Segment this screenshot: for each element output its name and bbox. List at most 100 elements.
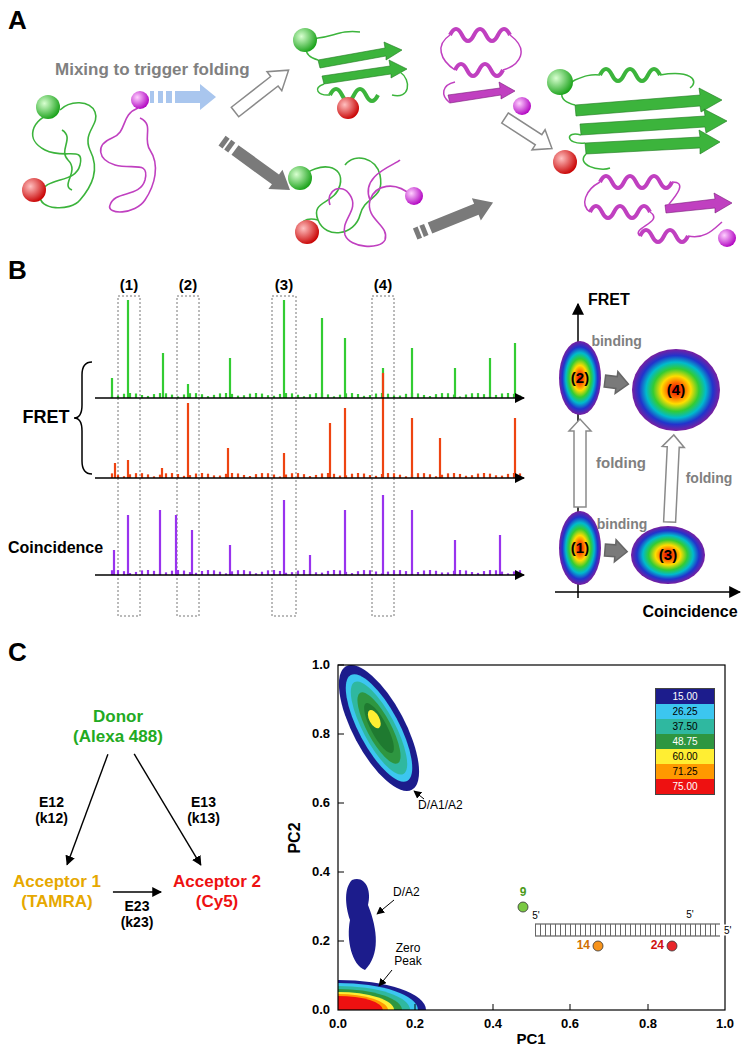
legend-row: 71.25 <box>656 764 714 779</box>
photon-burst <box>141 473 143 478</box>
tick-label: 0.2 <box>312 934 330 948</box>
rainbow-ellipse <box>631 526 705 584</box>
folded-complex <box>600 69 660 81</box>
photon-burst <box>507 393 509 398</box>
photon-burst <box>159 510 161 575</box>
photon-burst <box>357 473 359 478</box>
panel-letter: B <box>8 256 27 285</box>
photon-burst <box>519 473 521 478</box>
photon-burst <box>291 473 293 478</box>
time-window <box>372 296 394 616</box>
photon-burst <box>225 393 227 398</box>
photon-burst <box>229 358 231 398</box>
tick-label: 0.6 <box>561 1017 579 1031</box>
time-window <box>118 296 140 616</box>
legend-row: 15.00 <box>656 689 714 704</box>
photon-burst <box>514 343 516 398</box>
node-text: (TAMRA) <box>21 892 92 912</box>
contour-plot <box>365 708 383 730</box>
position-number: 14 <box>577 939 590 952</box>
node-text: (Alexa 488) <box>73 727 163 747</box>
photon-burst <box>237 570 239 575</box>
leader-line <box>377 900 394 914</box>
photon-burst <box>195 393 197 398</box>
color-legend: 15.0026.2537.5048.7560.0071.2575.00 <box>655 688 715 795</box>
tick-label: 1.0 <box>312 658 330 672</box>
pathway-arrow <box>498 108 558 159</box>
photon-burst <box>113 550 115 575</box>
folded-complex <box>660 74 694 88</box>
transition-arrow <box>569 419 591 507</box>
axis-tick <box>338 941 344 942</box>
photon-burst <box>489 474 491 478</box>
pathway-arrow <box>228 140 297 199</box>
position-number: 9 <box>520 886 527 899</box>
photon-burst <box>135 473 137 478</box>
axis-tick <box>338 872 344 873</box>
photon-burst <box>369 570 371 575</box>
state-axis <box>555 591 740 593</box>
transfer-arrow <box>113 891 161 892</box>
tick-label: 1.0 <box>716 1017 734 1031</box>
folded-protein <box>392 72 408 96</box>
folded-complex <box>600 176 672 188</box>
contour-plot <box>338 983 418 1010</box>
photon-burst <box>477 474 479 478</box>
legend-row: 48.75 <box>656 734 714 749</box>
photon-burst <box>439 438 441 478</box>
pathway-arrow <box>224 140 235 153</box>
photon-burst <box>417 473 419 478</box>
photon-burst <box>114 463 116 478</box>
position-number: 24 <box>651 939 664 952</box>
unfolded-complex <box>368 160 400 200</box>
photon-burst <box>454 540 456 575</box>
photon-burst <box>417 393 419 398</box>
photon-burst <box>393 473 395 478</box>
dna-duplex <box>535 923 720 924</box>
legend-text: 71.25 <box>656 764 714 779</box>
photon-burst <box>161 468 163 478</box>
folded-protein <box>441 29 531 115</box>
photon-burst <box>321 473 323 478</box>
transition-arrow <box>662 435 684 522</box>
axis-tick <box>338 665 648 1010</box>
photon-burst <box>489 570 491 575</box>
state-ellipse: (2) <box>558 340 602 416</box>
folded-complex <box>585 130 720 154</box>
tick-label: 0.4 <box>312 865 330 879</box>
unfolded-complex <box>288 166 312 190</box>
photon-burst <box>387 473 389 478</box>
photon-burst <box>187 384 189 398</box>
time-window <box>118 296 394 616</box>
photon-burst <box>344 408 346 478</box>
photon-burst <box>375 394 377 398</box>
folded-complex <box>718 229 736 247</box>
axis-title: FRET <box>588 291 630 309</box>
photon-burst <box>382 495 384 575</box>
photon-burst <box>207 570 209 575</box>
tick-label: 0.8 <box>312 727 330 741</box>
photon-burst <box>165 473 167 478</box>
photon-burst <box>213 570 215 575</box>
photon-burst <box>483 473 485 478</box>
contour-plot <box>359 700 399 757</box>
strand-end: 5' <box>532 910 539 921</box>
photon-burst <box>447 473 449 478</box>
trace-label: Coincidence <box>8 539 103 557</box>
contour-plot <box>338 980 426 1010</box>
axis-title: PC1 <box>516 1031 545 1048</box>
contour-plot <box>338 996 383 1010</box>
photon-burst <box>453 473 455 478</box>
folded-protein <box>513 97 531 115</box>
legend-text: 48.75 <box>656 734 714 749</box>
panel-letter: A <box>8 6 27 35</box>
pathway-arrow <box>411 191 498 245</box>
axis-tick <box>338 665 344 666</box>
folded-protein <box>450 29 510 41</box>
contour-plot <box>338 665 435 1010</box>
dye-sphere <box>22 178 46 202</box>
photon-burst <box>141 570 143 575</box>
photon-burst <box>249 394 251 398</box>
pathway-arrow <box>419 224 428 237</box>
state-ellipse: (4) <box>631 348 721 432</box>
